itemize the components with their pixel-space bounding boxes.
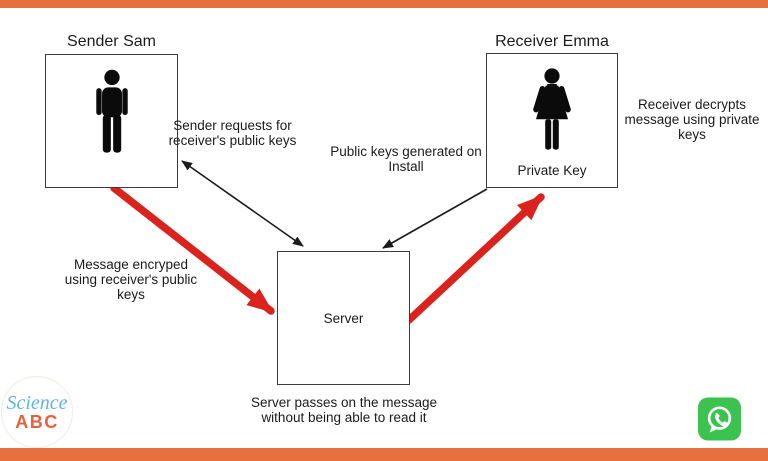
scienceabc-logo-word: Science — [6, 391, 68, 414]
private-key-label: Private Key — [517, 163, 587, 178]
annotation-receiver-decrypts: Receiver decrypts message using private … — [624, 97, 760, 142]
receiver-server-publickey-arrow — [382, 188, 488, 249]
whatsapp-icon — [698, 397, 741, 441]
server-box: Server — [277, 251, 410, 385]
male-person-icon — [95, 69, 128, 153]
scienceabc-logo: Science ABC — [1, 376, 73, 448]
female-person-icon — [533, 68, 571, 150]
sender-server-request-arrow — [181, 160, 304, 247]
annotation-sender-request: Sender requests for receiver's public ke… — [168, 118, 297, 148]
top-accent-bar — [0, 0, 768, 8]
server-caption: Server passes on the message without bei… — [250, 395, 438, 425]
bottom-accent-bar — [0, 448, 768, 461]
receiver-title: Receiver Emma — [495, 33, 609, 50]
annotation-message-encrypted: Message encryped using receiver's public… — [64, 257, 198, 302]
server-label: Server — [323, 310, 364, 326]
annotation-public-keys-generated: Public keys generated on Install — [330, 144, 482, 174]
scienceabc-logo-sub: ABC — [15, 411, 59, 432]
sender-title: Sender Sam — [67, 33, 156, 50]
server-receiver-message-arrow — [405, 193, 545, 324]
receiver-box: Private Key — [486, 53, 618, 188]
sender-box — [45, 54, 178, 188]
